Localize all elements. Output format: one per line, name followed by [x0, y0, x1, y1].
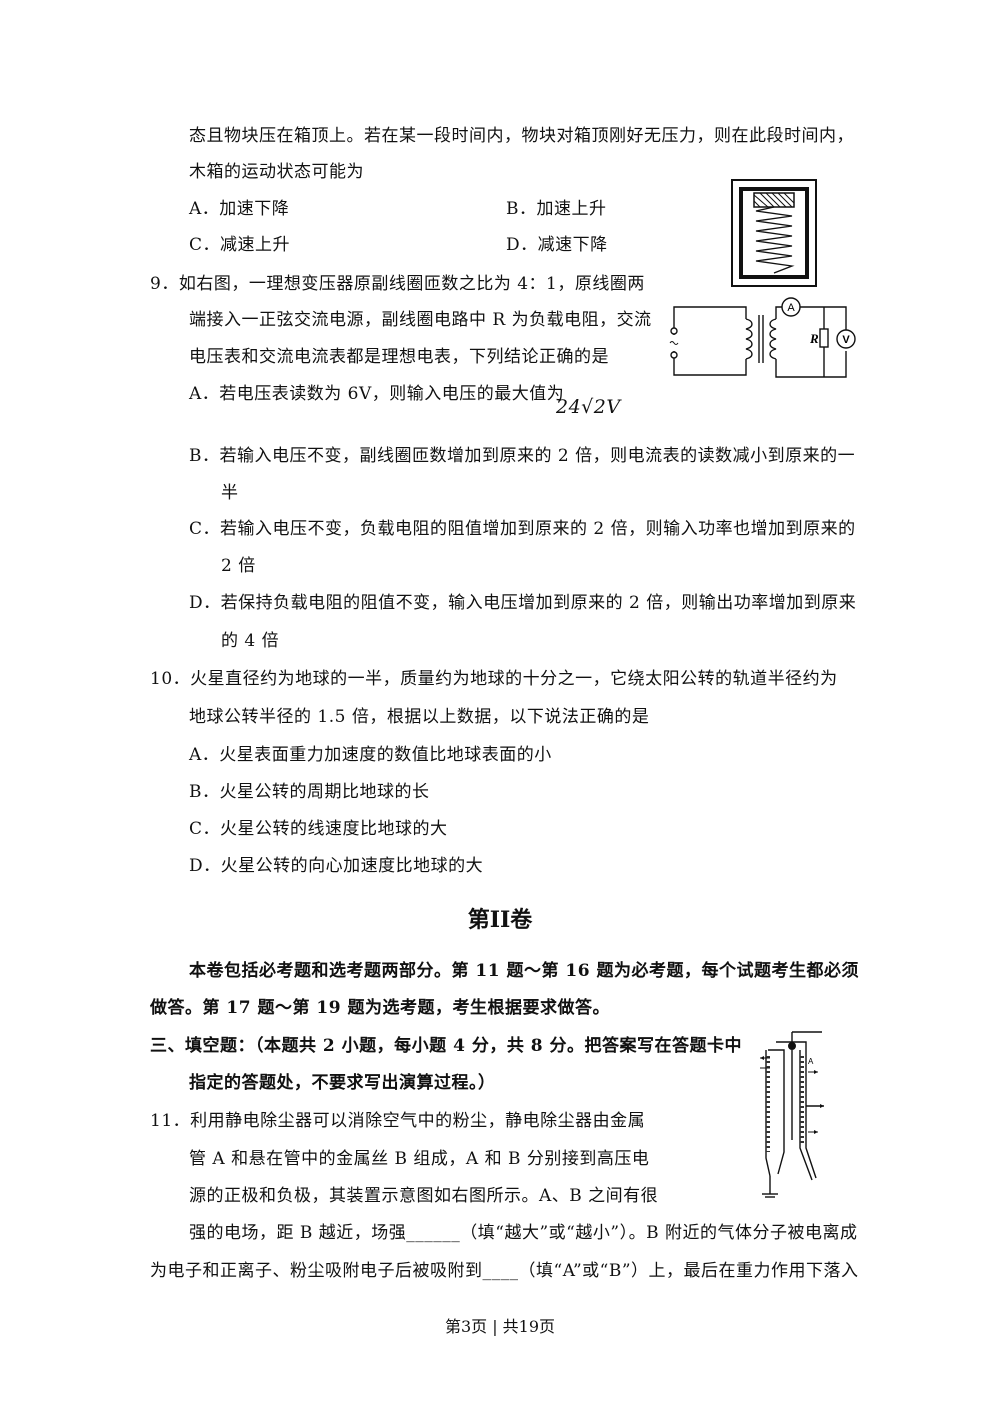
section-intro-line-2: 做答。第 17 题～第 19 题为选考题，考生根据要求做答。 [150, 998, 610, 1018]
q9-stem-line-2: 端接入一正弦交流电源，副线圈电路中 R 为负载电阻，交流 [189, 310, 652, 330]
fill-blank-heading-line-2: 指定的答题处，不要求写出演算过程。） [189, 1073, 496, 1093]
ammeter-label: A [787, 302, 795, 314]
q9-stem-line-1: 9．如右图，一理想变压器原副线圈匝数之比为 4：1，原线圈两 [150, 274, 645, 294]
q9-option-a: A．若电压表读数为 6V，则输入电压的最大值为 [189, 384, 565, 404]
q8-option-b: B．加速上升 [506, 199, 607, 219]
q8-stem-line-1: 态且物块压在箱顶上。若在某一段时间内，物块对箱顶刚好无压力，则在此段时间内， [189, 126, 854, 146]
q9-option-a-math: 24√2V [556, 396, 621, 418]
q8-option-d: D．减速下降 [506, 235, 608, 255]
resistor-label: R [809, 331, 819, 346]
section-intro-line-1: 本卷包括必考题和选考题两部分。第 11 题～第 16 题为必考题，每个试题考生都… [189, 961, 859, 981]
q9-option-c-line-2: 2 倍 [221, 556, 256, 576]
q11-line-4: 强的电场，距 B 越近，场强______（填“越大”或“越小”）。B 附近的气体… [189, 1223, 858, 1243]
q11-line-2: 管 A 和悬在管中的金属丝 B 组成，A 和 B 分别接到高压电 [189, 1149, 650, 1169]
voltmeter-label: V [842, 334, 850, 346]
precipitator-figure: A [760, 1031, 824, 1198]
q10-option-b: B．火星公转的周期比地球的长 [189, 782, 430, 802]
q9-option-b-line-2: 半 [221, 483, 239, 503]
q10-option-d: D．火星公转的向心加速度比地球的大 [189, 856, 484, 876]
q9-option-c-line-1: C．若输入电压不变，负载电阻的阻值增加到原来的 2 倍，则输入功率也增加到原来的 [189, 519, 856, 539]
fill-blank-heading-line-1: 三、填空题：（本题共 2 小题，每小题 4 分，共 8 分。把答案写在答题卡中 [150, 1036, 742, 1056]
q11-line-1: 11．利用静电除尘器可以消除空气中的粉尘，静电除尘器由金属 [150, 1111, 646, 1131]
q9-stem-line-3: 电压表和交流电流表都是理想电表，下列结论正确的是 [189, 347, 609, 367]
q8-option-c: C．减速上升 [189, 235, 291, 255]
q10-stem-line-2: 地球公转半径的 1.5 倍，根据以上数据，以下说法正确的是 [189, 707, 650, 727]
q8-option-a: A．加速下降 [189, 199, 290, 219]
q9-option-b-line-1: B．若输入电压不变，副线圈匝数增加到原来的 2 倍，则电流表的读数减小到原来的一 [189, 446, 856, 466]
q9-option-d-line-2: 的 4 倍 [221, 631, 280, 651]
q10-stem-line-1: 10．火星直径约为地球的一半，质量约为地球的十分之一，它绕太阳公转的轨道半径约为 [150, 669, 838, 689]
q8-stem-line-2: 木箱的运动状态可能为 [189, 162, 364, 182]
section-title: 第II卷 [467, 907, 533, 933]
box-spring-figure [731, 179, 817, 287]
q10-option-c: C．火星公转的线速度比地球的大 [189, 819, 448, 839]
q11-line-5: 为电子和正离子、粉尘吸附电子后被吸附到____（填“A”或“B”）上，最后在重力… [150, 1261, 859, 1281]
tube-a-label: A [808, 1057, 814, 1066]
q10-option-a: A．火星表面重力加速度的数值比地球表面的小 [189, 745, 552, 765]
transformer-circuit-figure: A V R [669, 297, 856, 378]
q11-line-3: 源的正极和负极，其装置示意图如右图所示。A、B 之间有很 [189, 1186, 659, 1206]
page-footer: 第3页 | 共19页 [444, 1317, 556, 1336]
q9-option-d-line-1: D．若保持负载电阻的阻值不变，输入电压增加到原来的 2 倍，则输出功率增加到原来 [189, 593, 857, 613]
